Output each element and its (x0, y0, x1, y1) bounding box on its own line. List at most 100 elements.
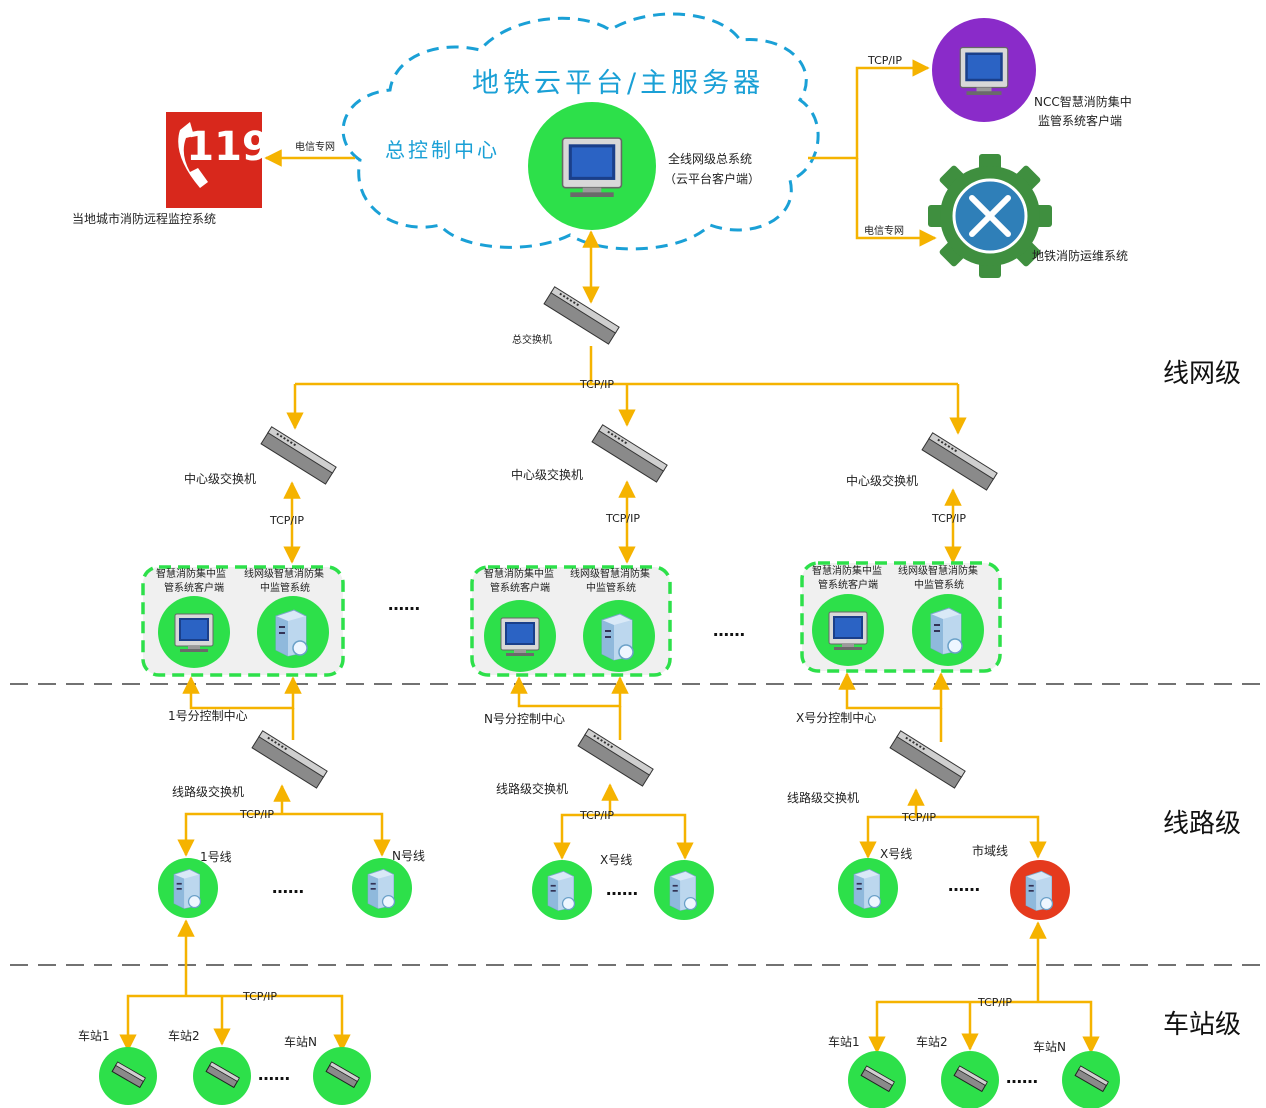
cloud-shape (341, 12, 820, 251)
center2-client-label-2: 管系统客户端 (490, 581, 550, 594)
bus-line-1 (177, 812, 391, 857)
server-icon (669, 870, 698, 912)
center-group-1: 中心级交换机 TCP/IP 智慧消防集中监 管系统客户端 线网级智慧消防集 中监… (141, 425, 391, 857)
ncc-label-1: NCC智慧消防集中 (1034, 94, 1132, 109)
switch-icon (260, 425, 338, 486)
center1-switch-label: 中心级交换机 (184, 471, 256, 486)
bus-stations-right (868, 1000, 1100, 1054)
maintenance-label: 地铁消防运维系统 (1032, 248, 1128, 263)
sub-center-3-label: X号分控制中心 (796, 710, 876, 725)
link-cloud-ncc (808, 59, 930, 160)
center1-tcp-label: TCP/IP (269, 514, 304, 527)
server-icon (275, 609, 308, 657)
center3-tcp-label: TCP/IP (931, 512, 966, 525)
main-system-label-1: 全线网级总系统 (668, 151, 752, 166)
server-icon (547, 870, 576, 912)
center2-tcp-label: TCP/IP (605, 512, 640, 525)
phone-119-icon (166, 112, 262, 208)
city-line-label: 市域线 (972, 843, 1008, 858)
ellipsis-line-3: …… (948, 876, 980, 895)
bus-line-3 (859, 815, 1047, 859)
level-line-label: 线路级 (1163, 809, 1241, 839)
station-right-1-label: 车站1 (828, 1034, 860, 1049)
line-tcp-3-label: TCP/IP (901, 811, 936, 824)
monitor-icon (959, 46, 1009, 96)
switch-icon (577, 727, 655, 788)
server-icon (601, 613, 634, 661)
switch-icon (889, 729, 967, 790)
center3-system-label-1: 线网级智慧消防集 (898, 564, 978, 577)
station-left-n-label: 车站N (284, 1034, 317, 1049)
center3-client-label-2: 管系统客户端 (818, 578, 878, 591)
bus-line-2 (553, 813, 694, 860)
line-x-label-c: X号线 (880, 847, 912, 861)
telecom-left-label: 电信专网 (295, 140, 335, 153)
ellipsis-clusters-1: …… (388, 595, 420, 614)
line-switch-3-label: 线路级交换机 (787, 790, 859, 805)
line-1-label: 1号线 (200, 850, 232, 864)
station-right-n-label: 车站N (1033, 1039, 1066, 1054)
station-tcp-right-label: TCP/IP (977, 996, 1012, 1009)
tcp-top-label: TCP/IP (867, 54, 902, 67)
server-icon (1025, 870, 1054, 912)
center3-client-label-1: 智慧消防集中监 (812, 564, 882, 577)
ellipsis-line-1: …… (272, 878, 304, 897)
monitor-icon (561, 137, 623, 198)
station-left-1-label: 车站1 (78, 1028, 110, 1043)
gear-tools-icon[interactable] (928, 154, 1052, 278)
main-switch-label: 总交换机 (512, 333, 552, 346)
line-switch-2-label: 线路级交换机 (496, 781, 568, 796)
control-center-label: 总控制中心 (385, 138, 500, 162)
station-right-2-label: 车站2 (916, 1034, 948, 1049)
switch-icon (921, 431, 999, 492)
switch-icon (591, 423, 669, 484)
link-cloud-maint (855, 158, 937, 247)
center2-client-label-1: 智慧消防集中监 (484, 567, 554, 580)
center-group-3: 中心级交换机 TCP/IP 智慧消防集中监 管系统客户端 线网级智慧消防集 中监… (787, 431, 1047, 859)
center2-system-label-2: 中监管系统 (586, 581, 636, 594)
ncc-label-2: 监管系统客户端 (1038, 113, 1122, 128)
center3-switch-label: 中心级交换机 (846, 473, 918, 488)
telecom-right-label: 电信专网 (864, 224, 904, 237)
server-icon (930, 607, 963, 655)
switch-icon (251, 729, 329, 790)
center1-system-label-1: 线网级智慧消防集 (244, 567, 324, 580)
center2-system-label-1: 线网级智慧消防集 (570, 567, 650, 580)
server-icon (173, 868, 202, 910)
server-icon (367, 868, 396, 910)
city-system-label: 当地城市消防远程监控系统 (72, 211, 216, 226)
line-tcp-1-label: TCP/IP (239, 808, 274, 821)
station-left-2-label: 车站2 (168, 1028, 200, 1043)
link-center3-sub (838, 672, 950, 710)
line-x-label-a: X号线 (600, 853, 632, 867)
switch-icon (543, 285, 621, 346)
phone-handset-icon (178, 122, 208, 188)
ellipsis-line-2: …… (606, 880, 638, 899)
main-tcp-label: TCP/IP (579, 378, 614, 391)
center3-system-label-2: 中监管系统 (914, 578, 964, 591)
bus-stations-left (119, 994, 351, 1052)
monitor-icon (828, 611, 868, 651)
center2-switch-label: 中心级交换机 (511, 467, 583, 482)
monitor-icon (500, 617, 540, 657)
center1-system-label-2: 中监管系统 (260, 581, 310, 594)
link-center2-sub (510, 676, 629, 708)
monitor-icon (174, 613, 214, 653)
main-system-label-2: （云平台客户端） (664, 171, 760, 186)
ellipsis-station-right: …… (1006, 1068, 1038, 1087)
center-group-2: 中心级交换机 TCP/IP 智慧消防集中监 管系统客户端 线网级智慧消防集 中监… (470, 423, 694, 860)
cloud-title: 地铁云平台/主服务器 (472, 68, 764, 99)
phone-number-label: 119 (186, 124, 270, 170)
link-center1-sub (182, 676, 302, 710)
line-switch-1-label: 线路级交换机 (172, 784, 244, 799)
server-icon (853, 868, 882, 910)
center1-client-label-2: 管系统客户端 (164, 581, 224, 594)
level-network-label: 线网级 (1163, 359, 1241, 389)
station-tcp-left-label: TCP/IP (242, 990, 277, 1003)
sub-center-1-label: 1号分控制中心 (168, 708, 248, 723)
ellipsis-station-left: …… (258, 1065, 290, 1084)
line-n-label: N号线 (392, 849, 425, 863)
center1-client-label-1: 智慧消防集中监 (156, 567, 226, 580)
